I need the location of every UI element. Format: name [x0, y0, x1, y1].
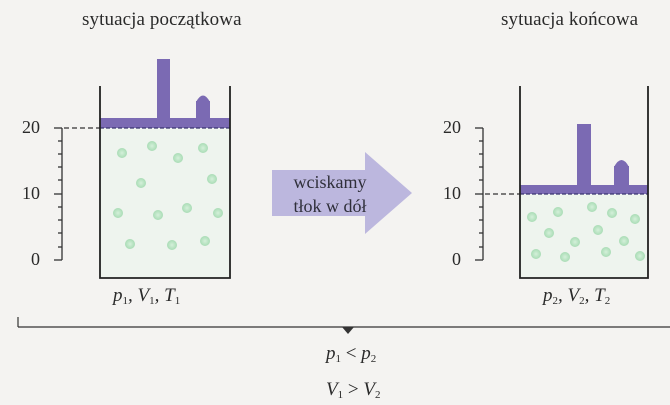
state-label-initial: p1, V1, T1: [113, 285, 181, 307]
tick-label-10-right: 10: [443, 183, 461, 203]
relation-pressure: p1 < p2: [326, 343, 377, 365]
piston-final: [520, 124, 648, 194]
title-initial-situation: sytuacja początkowa: [82, 9, 242, 30]
scale-right: [475, 127, 484, 261]
gas-particles-initial: [113, 141, 223, 250]
piston-initial: [100, 59, 230, 128]
state-label-final: p2, V2, T2: [543, 285, 611, 307]
tick-label-20-left: 20: [22, 117, 40, 137]
title-final-situation: sytuacja końcowa: [501, 9, 639, 30]
comparison-bracket: [17, 317, 670, 334]
arrow-label-line1: wciskamy: [293, 172, 367, 192]
tick-label-0-right: 0: [452, 249, 461, 269]
arrow-shape: [272, 152, 412, 234]
scale-left: [54, 127, 63, 261]
relation-volume: V1 > V2: [326, 379, 381, 401]
arrow-label-line2: tłok w dół: [293, 196, 367, 216]
cylinder-final: [519, 86, 649, 279]
cylinder-initial: [99, 59, 231, 279]
tick-label-20-right: 20: [443, 117, 461, 137]
tick-label-10-left: 10: [22, 183, 40, 203]
gas-particles-final: [527, 202, 645, 262]
tick-label-0-left: 0: [31, 249, 40, 269]
